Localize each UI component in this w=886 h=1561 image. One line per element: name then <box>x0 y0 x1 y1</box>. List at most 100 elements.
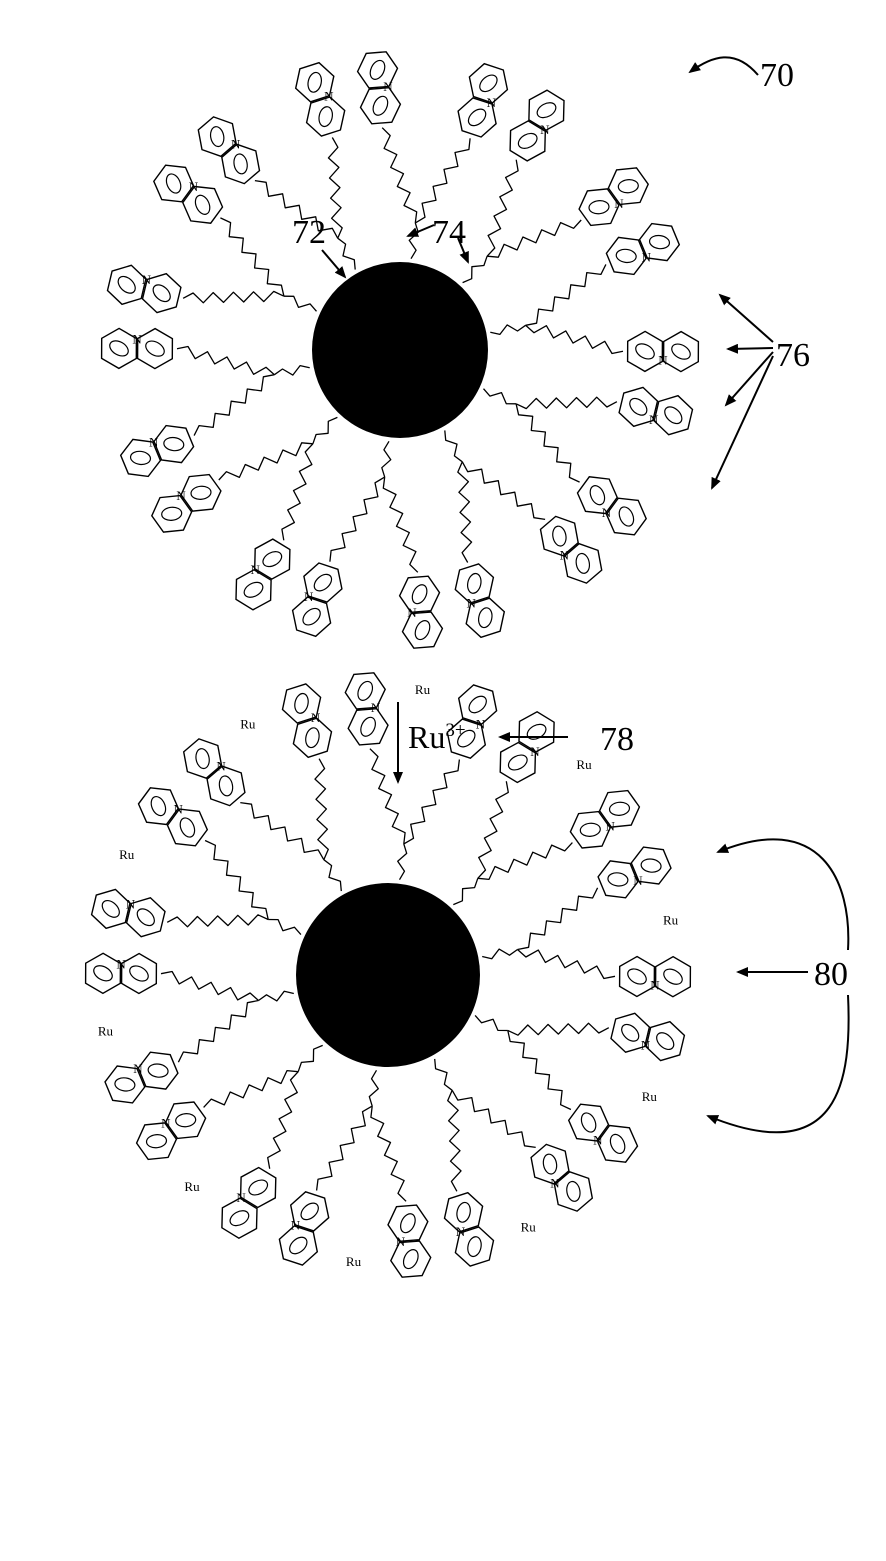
ruthenium-atom: Ru <box>415 682 431 697</box>
bipyridine-ring <box>235 568 272 611</box>
bipyridine-ring <box>662 330 700 373</box>
alkyl-linker <box>482 948 518 960</box>
bipyridine-ring <box>356 51 399 89</box>
complex-label: 80 <box>814 956 848 993</box>
alkyl-linker <box>203 1069 299 1108</box>
bipyridine-ring <box>653 394 694 436</box>
alkyl-linker <box>515 396 618 410</box>
nitrogen-atom: N <box>176 488 186 503</box>
bipyridine-ring <box>596 1124 639 1163</box>
nitrogen-atom: N <box>658 353 668 368</box>
alkyl-linker <box>444 430 463 463</box>
nitrogen-atom: N <box>324 89 334 104</box>
alkyl-linker <box>477 781 509 879</box>
alkyl-linker <box>477 842 573 881</box>
bipyridine-ring <box>578 188 620 227</box>
nitrogen-atom: N <box>633 873 643 888</box>
alkyl-linker <box>490 324 526 336</box>
bipyridine-ring <box>569 810 612 849</box>
bipyridine-ring <box>197 116 237 158</box>
bipyridine-ring <box>152 164 195 203</box>
bipyridine-ring <box>153 424 195 464</box>
nitrogen-atom: N <box>456 1224 466 1239</box>
alkyl-linker <box>297 1044 323 1072</box>
nitrogen-atom: N <box>593 1132 603 1147</box>
bipyridine-ring <box>221 1197 258 1240</box>
bipyridine-ring <box>454 563 495 604</box>
bipyridine-ring <box>389 1240 432 1278</box>
bipyridine-ring <box>120 952 158 995</box>
alkyl-linker <box>414 138 471 224</box>
nitrogen-atom: N <box>231 136 241 151</box>
nitrogen-atom: N <box>371 700 381 715</box>
ligand-arrow-3 <box>724 351 774 407</box>
ruthenium-atom: Ru <box>642 1089 658 1104</box>
alkyl-linker <box>274 364 310 376</box>
nitrogen-atom: N <box>606 819 616 834</box>
alkyl-linker <box>312 416 338 445</box>
nitrogen-atom: N <box>174 802 184 817</box>
alkyl-linker <box>368 1069 379 1107</box>
nitrogen-atom: N <box>126 896 136 911</box>
bipyridine-ring <box>141 272 182 314</box>
bipyridine-ring <box>125 897 166 938</box>
nitrogen-atom: N <box>189 179 199 194</box>
alkyl-linker <box>254 179 339 239</box>
nanoparticle-core-top <box>312 262 488 438</box>
bipyridine-ring <box>454 1226 495 1267</box>
bipyridine-ring <box>291 596 332 638</box>
alkyl-linker <box>193 374 275 436</box>
nitrogen-atom: N <box>649 412 659 427</box>
bipyridine-ring <box>90 888 131 930</box>
alkyl-linker <box>457 461 473 563</box>
alkyl-linker <box>517 949 616 980</box>
bipyridine-ring <box>576 476 619 515</box>
bipyridine-ring <box>206 765 246 807</box>
nitrogen-atom: N <box>149 435 159 450</box>
bipyridine-ring <box>563 542 603 584</box>
nitrogen-atom: N <box>142 272 152 287</box>
alkyl-linker <box>474 1014 508 1032</box>
ruthenium-atom: Ru <box>663 912 679 927</box>
alkyl-linker <box>382 477 419 573</box>
bipyridine-ring <box>618 955 656 998</box>
alkyl-linker <box>329 476 386 562</box>
alkyl-linker <box>327 137 343 239</box>
core-arrow <box>321 249 347 279</box>
bipyridine-ring <box>457 97 497 138</box>
bipyridine-ring <box>468 62 509 104</box>
bipyridine-ring <box>164 1101 207 1140</box>
bipyridine-ring <box>137 1051 179 1090</box>
bipyridine-ring <box>645 1020 686 1062</box>
nitrogen-atom: N <box>560 548 570 563</box>
alkyl-linker <box>182 290 285 304</box>
reagent-ref-label: 78 <box>600 721 634 758</box>
bipyridine-ring <box>446 718 487 759</box>
nitrogen-atom: N <box>602 505 612 520</box>
complex-arc-arrow-upper <box>716 838 850 951</box>
bipyridine-ring <box>626 330 664 373</box>
alkyl-linker <box>487 219 582 258</box>
bipyridine-ring <box>528 89 565 132</box>
alkyl-linker <box>204 839 269 920</box>
bipyridine-ring <box>221 143 261 185</box>
bipyridine-ring <box>305 96 346 137</box>
ruthenium-atom: Ru <box>576 757 592 772</box>
bipyridine-ring <box>84 952 122 995</box>
ruthenium-atom: Ru <box>184 1179 200 1194</box>
alkyl-linker <box>220 217 285 297</box>
alkyl-linker <box>507 1030 572 1111</box>
alkyl-linker <box>462 255 488 284</box>
bipyridine-ring <box>605 236 647 276</box>
nitrogen-atom: N <box>291 1218 301 1233</box>
alkyl-linker <box>486 159 519 257</box>
alkyl-linker <box>268 918 302 936</box>
alkyl-linker <box>177 999 259 1063</box>
alkyl-linker <box>461 461 546 521</box>
linker-arrow-right <box>457 237 469 264</box>
nitrogen-atom: N <box>133 1061 143 1076</box>
bipyridine-ring <box>387 1204 429 1243</box>
linker-arrow-left <box>406 224 435 237</box>
